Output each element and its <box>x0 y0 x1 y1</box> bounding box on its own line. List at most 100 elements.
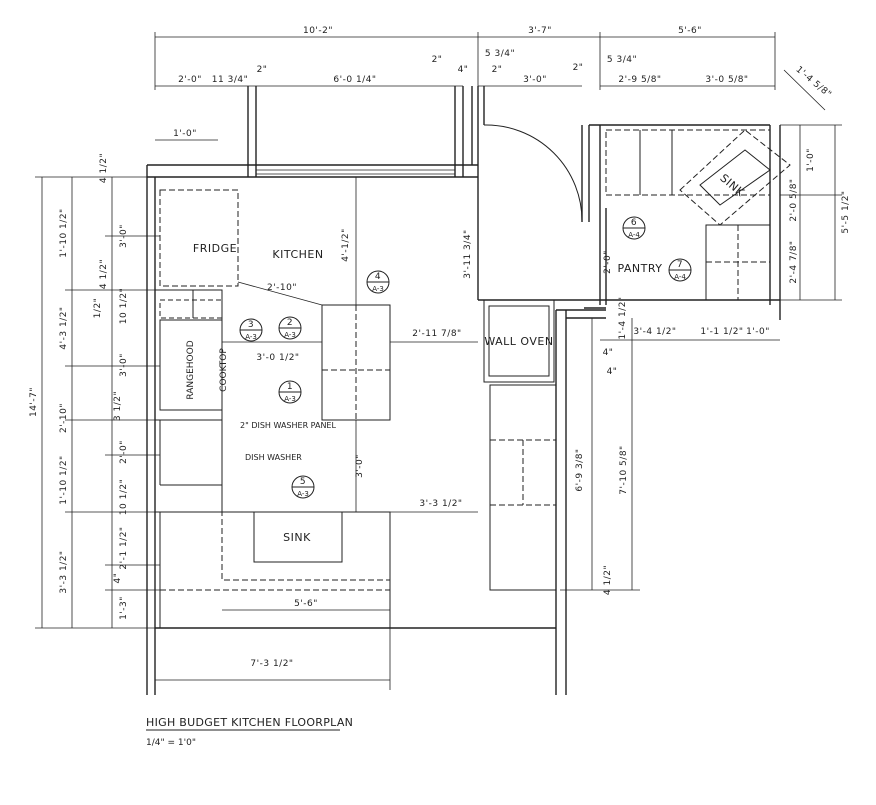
dim: 10 1/2" <box>119 479 129 515</box>
dim: 14'-7" <box>29 387 39 417</box>
dim: 4 1/2" <box>603 565 613 595</box>
dishwasher-label: DISH WASHER <box>245 453 302 462</box>
dim: 2" <box>573 63 584 73</box>
section-markers: 3 A-3 2 A-3 1 A-3 4 A-3 5 A-3 <box>239 216 692 499</box>
section-marker: 3 A-3 <box>239 318 263 342</box>
dim: 1'-10 1/2" <box>59 455 69 504</box>
pantry-label: PANTRY <box>617 262 662 275</box>
dim: 6'-9 3/8" <box>575 448 585 491</box>
dim: 1'-0" <box>746 327 770 337</box>
range-cabinet <box>159 319 223 411</box>
dim: 1'-0" <box>806 148 816 172</box>
dimension-text: 10'-2" 3'-7" 5'-6" 2'-0" 11 3/4" 2" 6'-0… <box>29 26 851 669</box>
dim: 10 1/2" <box>119 288 129 324</box>
dim: 2'-0 5/8" <box>789 178 799 221</box>
dishwasher-panel-label: 2" DISH WASHER PANEL <box>240 421 336 430</box>
wall-oven-label: WALL OVEN <box>484 335 553 348</box>
dim: 2'-10" <box>59 403 69 433</box>
cabinetry <box>154 129 791 629</box>
dim: 3'-4 1/2" <box>633 327 676 337</box>
marker-sheet: A-4 <box>628 231 640 239</box>
dim: 5 3/4" <box>607 55 637 65</box>
sink-fixture <box>253 511 343 563</box>
section-marker: 6 A-4 <box>622 216 646 240</box>
marker-number: 3 <box>248 320 254 330</box>
dim: 2" <box>257 65 268 75</box>
dim: 2'-1 1/2" <box>119 526 129 569</box>
dim: 2'-9 5/8" <box>618 75 661 85</box>
dim: 7'-10 5/8" <box>619 445 629 494</box>
marker-sheet: A-3 <box>297 490 309 498</box>
dim-top-middle: 3'-7" <box>528 26 552 36</box>
dim: 3'-3 1/2" <box>59 550 69 593</box>
cooktop-label: COOKTOP <box>219 348 229 392</box>
dim: 3'-0" <box>119 353 129 377</box>
hall-cabinet <box>489 384 557 591</box>
sink-label: SINK <box>283 531 311 544</box>
dim-top-right: 5'-6" <box>678 26 702 36</box>
dim: 3'-0" <box>523 75 547 85</box>
dim: 4" <box>113 573 123 584</box>
dim: 11 3/4" <box>212 75 248 85</box>
section-marker: 2 A-3 <box>278 316 302 340</box>
dim: 4 1/2" <box>99 259 109 289</box>
dim: 2'-4 7/8" <box>789 240 799 283</box>
bottom-counter <box>159 511 391 629</box>
dim: 3'-11 3/4" <box>463 229 473 278</box>
dim-top-overall: 10'-2" <box>303 26 333 36</box>
dim: 2'-0" <box>119 440 129 464</box>
dim: 3'-0" <box>119 224 129 248</box>
dim: 4" <box>603 348 614 358</box>
dim: 2'-10" <box>267 283 297 293</box>
dim: 6'-0 1/4" <box>333 75 376 85</box>
marker-number: 7 <box>677 260 683 270</box>
dim: 7'-3 1/2" <box>250 659 293 669</box>
dim: 2'-11 7/8" <box>412 329 461 339</box>
marker-number: 6 <box>631 218 637 228</box>
dim: 3'-0" <box>355 454 365 478</box>
title-block: HIGH BUDGET KITCHEN FLOORPLAN 1/4" = 1'0… <box>146 716 353 748</box>
wall-oven-cabinet <box>483 299 555 383</box>
marker-number: 5 <box>300 477 306 487</box>
marker-number: 4 <box>375 272 381 282</box>
section-marker: 7 A-4 <box>668 258 692 282</box>
dim: 2" <box>432 55 443 65</box>
dimension-lines <box>35 32 842 690</box>
fridge-label: FRIDGE <box>193 242 237 255</box>
section-marker: 1 A-3 <box>278 380 302 404</box>
dim: 4'-3 1/2" <box>59 306 69 349</box>
dim: 3'-3 1/2" <box>419 499 462 509</box>
left-counter-run <box>154 289 223 513</box>
dim: 4" <box>458 65 469 75</box>
dim: 2" <box>492 65 503 75</box>
dim: 4'-1/2" <box>341 228 351 262</box>
section-marker: 4 A-3 <box>366 270 390 294</box>
marker-number: 2 <box>287 318 293 328</box>
dim: 5 3/4" <box>485 49 515 59</box>
section-marker: 5 A-3 <box>291 475 315 499</box>
range-hood-label: RANGEHOOD <box>186 340 196 399</box>
dim: 1'-10 1/2" <box>59 208 69 257</box>
dim: 1'-3" <box>119 596 129 620</box>
dim: 3 1/2" <box>113 391 123 421</box>
marker-sheet: A-4 <box>674 273 686 281</box>
dim: 1'-4 1/2" <box>618 296 628 339</box>
kitchen-label: KITCHEN <box>272 248 323 261</box>
walls <box>146 86 781 695</box>
dim: 1'-0" <box>173 129 197 139</box>
dim: 3'-0 5/8" <box>705 75 748 85</box>
drawing-title: HIGH BUDGET KITCHEN FLOORPLAN <box>146 716 353 729</box>
dim: 2'-0" <box>178 75 202 85</box>
dim: 1'-4 5/8" <box>794 65 833 100</box>
dim: 5'-5 1/2" <box>841 190 851 233</box>
dim: 3'-0 1/2" <box>256 353 299 363</box>
dim: 4" <box>607 367 618 377</box>
fridge-outline <box>159 189 239 287</box>
dim: 2'-0" <box>603 250 613 274</box>
marker-sheet: A-3 <box>284 395 296 403</box>
dim: 4 1/2" <box>99 153 109 183</box>
pantry-sink-outline <box>679 129 791 226</box>
marker-sheet: A-3 <box>284 331 296 339</box>
dim: 1'-1 1/2" <box>700 327 743 337</box>
